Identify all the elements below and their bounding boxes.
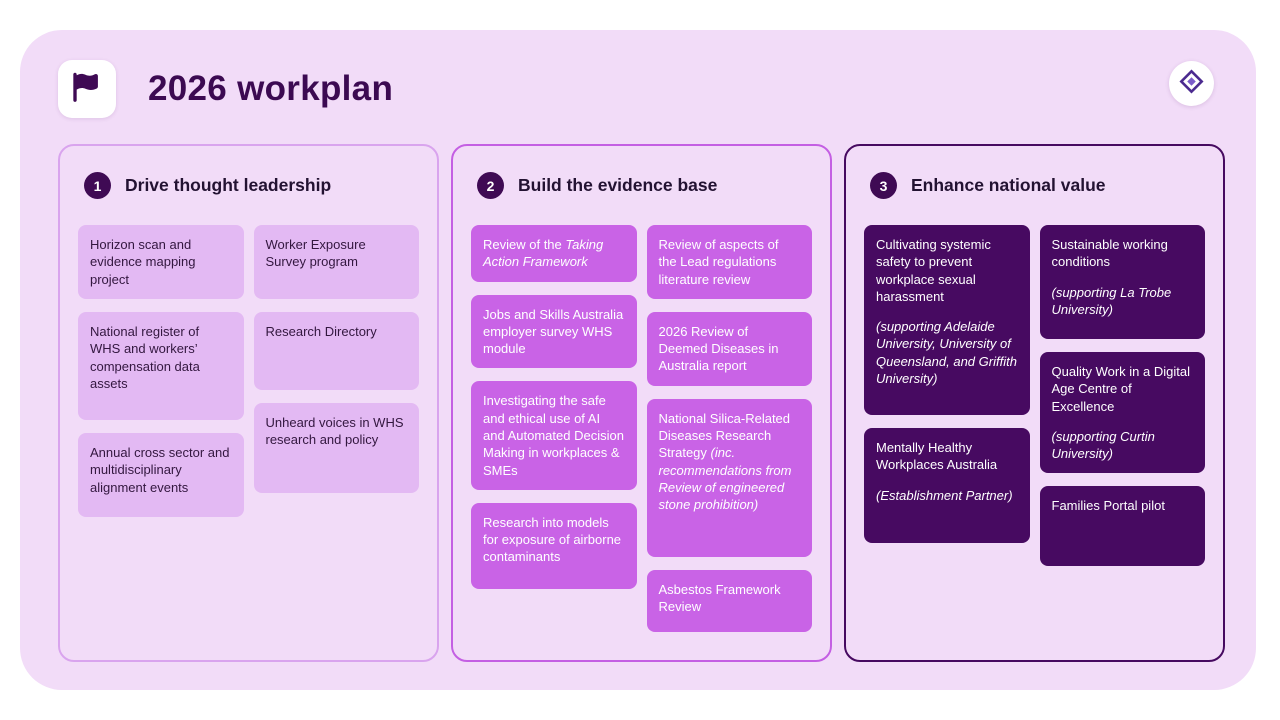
card-subcolumn-right: Review of aspects of the Lead regulation… (646, 225, 812, 632)
workplan-card: National register of WHS and workers’ co… (78, 312, 244, 420)
card-text: Investigating the safe and ethical use o… (483, 393, 624, 478)
card-text: Asbestos Framework Review (658, 581, 781, 614)
card-grid: Cultivating systemic safety to prevent w… (864, 225, 1205, 567)
column-number-badge: 3 (870, 172, 897, 199)
card-subcolumn-left: Review of the Taking Action Framework Jo… (471, 225, 637, 632)
flag-icon-card (58, 60, 116, 118)
card-text: Review of aspects of the Lead regulation… (658, 237, 779, 287)
workplan-card: Jobs and Skills Australia employer surve… (471, 294, 637, 369)
workplan-card: National Silica-Related Diseases Researc… (646, 398, 812, 557)
column-enhance-national-value: 3 Enhance national value Cultivating sys… (844, 144, 1225, 662)
workplan-card: Review of the Taking Action Framework (471, 225, 637, 282)
card-text: National Silica-Related Diseases Researc… (658, 410, 791, 461)
card-text: Quality Work in a Digital Age Centre of … (1051, 364, 1190, 414)
card-text: Mentally Healthy Workplaces Australia (876, 440, 998, 473)
card-text-italic: (supporting Adelaide University, Univers… (876, 319, 1017, 386)
workplan-card: Quality Work in a Digital Age Centre of … (1039, 352, 1205, 474)
column-header: 1 Drive thought leadership (84, 172, 419, 199)
card-text: Research Directory (265, 324, 377, 339)
workplan-card: Research into models for exposure of air… (471, 502, 637, 589)
card-text: Jobs and Skills Australia employer surve… (483, 306, 624, 357)
card-subcolumn-right: Worker Exposure Survey program Research … (253, 225, 419, 517)
workplan-card: Asbestos Framework Review (646, 569, 812, 632)
card-text-italic: (supporting La Trobe University) (1051, 284, 1172, 317)
workplan-card: Investigating the safe and ethical use o… (471, 381, 637, 490)
column-number-badge: 2 (477, 172, 504, 199)
card-grid: Horizon scan and evidence mapping projec… (78, 225, 419, 517)
card-text-italic: (supporting Curtin University) (1051, 428, 1155, 462)
column-header: 3 Enhance national value (870, 172, 1205, 199)
column-drive-thought-leadership: 1 Drive thought leadership Horizon scan … (58, 144, 439, 662)
card-text-italic: (Establishment Partner) (876, 487, 1013, 503)
workplan-card: Sustainable working conditions (supportin… (1039, 225, 1205, 339)
card-text: Cultivating systemic safety to prevent w… (876, 237, 991, 304)
workplan-card: Mentally Healthy Workplaces Australia (Es… (864, 428, 1030, 543)
card-text: Families Portal pilot (1051, 498, 1165, 514)
org-logo (1169, 61, 1214, 106)
card-text-italic: (inc. recommendations from Review of eng… (658, 445, 792, 513)
workplan-card: Horizon scan and evidence mapping projec… (78, 225, 244, 299)
diamond-logo-icon (1178, 68, 1205, 100)
column-number-badge: 1 (84, 172, 111, 199)
slide-header: 2026 workplan (58, 60, 393, 118)
workplan-card: Unheard voices in WHS research and polic… (253, 403, 419, 493)
card-text: Worker Exposure Survey program (265, 237, 366, 270)
card-text: Sustainable working conditions (1051, 237, 1168, 270)
column-heading: Drive thought leadership (125, 175, 332, 195)
workplan-card: 2026 Review of Deemed Diseases in Austra… (646, 311, 812, 386)
card-subcolumn-left: Horizon scan and evidence mapping projec… (78, 225, 244, 517)
column-heading: Build the evidence base (518, 175, 718, 195)
card-text: Unheard voices in WHS research and polic… (265, 415, 404, 448)
workplan-card: Worker Exposure Survey program (253, 225, 419, 299)
workplan-card: Families Portal pilot (1039, 486, 1205, 567)
card-grid: Review of the Taking Action Framework Jo… (471, 225, 812, 632)
workplan-columns: 1 Drive thought leadership Horizon scan … (58, 144, 1225, 662)
card-text: National register of WHS and workers’ co… (90, 324, 200, 391)
card-subcolumn-right: Sustainable working conditions (supportin… (1039, 225, 1205, 567)
card-text: Annual cross sector and multidisciplinar… (90, 445, 230, 495)
workplan-card: Research Directory (253, 312, 419, 390)
card-text: Research into models for exposure of air… (483, 514, 622, 565)
card-text-italic: Taking Action Framework (483, 237, 604, 270)
workplan-card: Review of aspects of the Lead regulation… (646, 225, 812, 299)
card-text: Horizon scan and evidence mapping projec… (90, 237, 196, 287)
workplan-card: Cultivating systemic safety to prevent w… (864, 225, 1030, 415)
card-subcolumn-left: Cultivating systemic safety to prevent w… (864, 225, 1030, 566)
flag-icon (69, 69, 105, 110)
column-heading: Enhance national value (911, 175, 1106, 195)
card-text: Review of the (483, 237, 566, 252)
column-header: 2 Build the evidence base (477, 172, 812, 199)
workplan-card: Annual cross sector and multidisciplinar… (78, 433, 244, 517)
card-text: 2026 Review of Deemed Diseases in Austra… (658, 323, 779, 374)
page-title: 2026 workplan (148, 69, 394, 108)
column-build-evidence-base: 2 Build the evidence base Review of the … (451, 144, 832, 662)
